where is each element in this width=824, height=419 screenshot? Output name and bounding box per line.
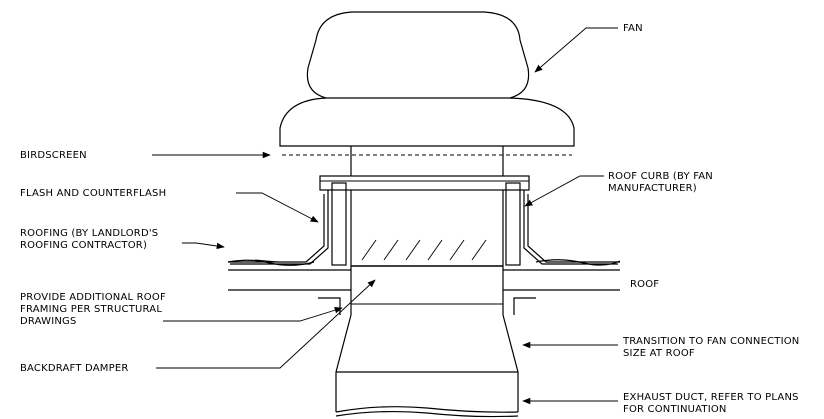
leader-lines [152,27,618,405]
label-framing-line3: DRAWINGS [20,316,77,327]
label-exhaust-line2: FOR CONTINUATION [623,404,727,415]
exhaust-duct [335,371,519,418]
label-framing-line1: PROVIDE ADDITIONAL ROOF [20,292,166,303]
label-transition-line1: TRANSITION TO FAN CONNECTION [622,336,799,347]
curb-cap [319,175,530,191]
label-roofing-line2: ROOFING CONTRACTOR) [20,240,147,251]
label-birdscreen: BIRDSCREEN [20,150,87,161]
label-fan: FAN [623,23,643,34]
label-curb-line2: MANUFACTURER) [608,183,697,194]
backdraft-damper [351,239,503,267]
label-roof: ROOF [630,279,659,290]
fan-hood [279,11,575,147]
label-curb-line1: ROOF CURB (BY FAN [608,171,713,182]
roofing-wavy-right [535,259,621,266]
roof-deck [228,269,620,315]
label-exhaust-line1: EXHAUST DUCT, REFER TO PLANS [623,392,799,403]
right-curb [502,182,620,315]
label-framing-line2: FRAMING PER STRUCTURAL [20,304,162,315]
label-damper: BACKDRAFT DAMPER [20,363,129,374]
roofing-wavy-left [227,259,315,266]
left-curb [228,182,352,315]
label-roofing-line1: ROOFING (BY LANDLORD'S [20,228,158,239]
label-flash: FLASH AND COUNTERFLASH [20,188,166,199]
label-transition-line2: SIZE AT ROOF [623,348,695,359]
transition-duct [335,303,519,373]
